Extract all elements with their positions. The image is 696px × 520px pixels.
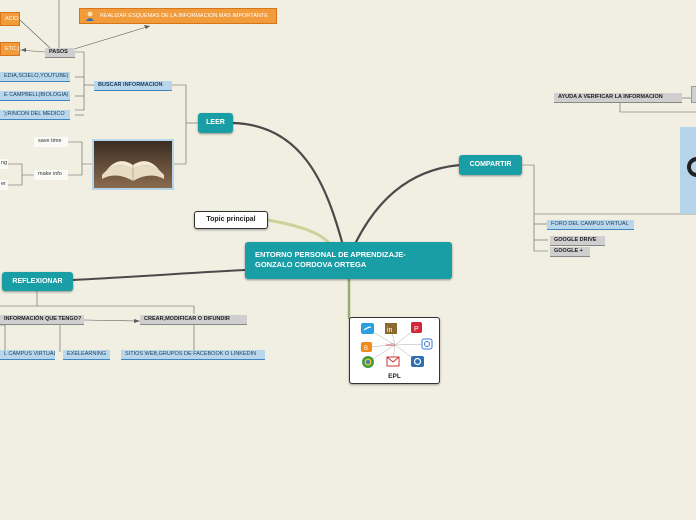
epl-node[interactable]: IntEL in P B EPL	[349, 317, 440, 384]
save-time-node[interactable]: save time	[34, 137, 68, 147]
realizar-node[interactable]: REALIZAR ESQUEMAS DE LA INFORMACION MAS …	[79, 8, 277, 24]
chrome-icon	[362, 356, 374, 368]
crear-node[interactable]: CREAR,MODIFICAR O DIFUNDIR	[140, 315, 247, 325]
pasos-node[interactable]: PASOS	[45, 48, 75, 58]
reflexionar-node[interactable]: REFLEXIONAR	[2, 272, 73, 291]
svg-text:IntEL: IntEL	[386, 342, 396, 347]
pinterest-icon: P	[411, 322, 422, 333]
svg-text:B: B	[364, 346, 368, 352]
fragment-node-1[interactable]: ng	[0, 159, 8, 169]
svg-text:P: P	[414, 326, 419, 333]
epl-diagram: IntEL in P B	[361, 322, 433, 368]
central-topic[interactable]: ENTORNO PERSONAL DE APRENDIZAJE-GONZALO …	[245, 242, 452, 279]
foro-node[interactable]: FORO DEL CAMPUS VIRTUAL	[547, 220, 634, 230]
campus-node[interactable]: L CAMPUS VIRTUAL	[0, 350, 55, 360]
orange-node-mid[interactable]: ETC.)	[0, 42, 20, 56]
orange-node-top[interactable]: ACION	[0, 12, 20, 26]
realizar-label: REALIZAR ESQUEMAS DE LA INFORMACION MAS …	[100, 13, 268, 19]
make-info-node[interactable]: make info	[34, 170, 68, 180]
book-image	[92, 139, 174, 190]
source-node-2[interactable]: E CAMPBELL(BIOLOGIA)	[0, 91, 70, 101]
linkedin-icon: in	[385, 323, 397, 334]
compartir-node[interactable]: COMPARTIR	[459, 155, 522, 175]
person-icon	[85, 11, 95, 21]
svg-text:in: in	[387, 327, 393, 334]
offscreen-image	[680, 127, 696, 214]
source-node-3[interactable]: );RINCON DEL MEDICO	[0, 110, 70, 120]
blogger-icon: B	[361, 342, 372, 352]
epl-label: EPL	[388, 373, 401, 380]
topic-principal-node[interactable]: Topic principal	[194, 211, 268, 229]
ayuda-node[interactable]: AYUDA A VERIFICAR LA INFORMACION	[554, 93, 682, 103]
google-plus-node[interactable]: GOOGLE +	[550, 247, 590, 257]
fragment-node-2[interactable]: er	[0, 180, 8, 190]
offscreen-node[interactable]	[691, 86, 696, 103]
twitter-icon	[361, 323, 374, 334]
gmail-icon	[386, 356, 400, 367]
google-drive-node[interactable]: GOOGLE DRIVE	[550, 236, 605, 246]
leer-node[interactable]: LEER	[198, 113, 233, 133]
pregunta-node[interactable]: INFORMACIÓN QUE TENGO?	[0, 315, 84, 325]
source-node-1[interactable]: EDIA,SCIELO,YOUTUBE)	[0, 72, 70, 82]
gear-icon	[411, 356, 424, 367]
delicious-icon	[421, 338, 433, 350]
sitios-node[interactable]: SITIOS WEB,GRUPOS DE FACEBOOK O LINKEDIN	[121, 350, 265, 360]
buscar-node[interactable]: BUSCAR INFORMACION	[94, 81, 172, 91]
exelearning-node[interactable]: EXELEARNING	[63, 350, 110, 360]
